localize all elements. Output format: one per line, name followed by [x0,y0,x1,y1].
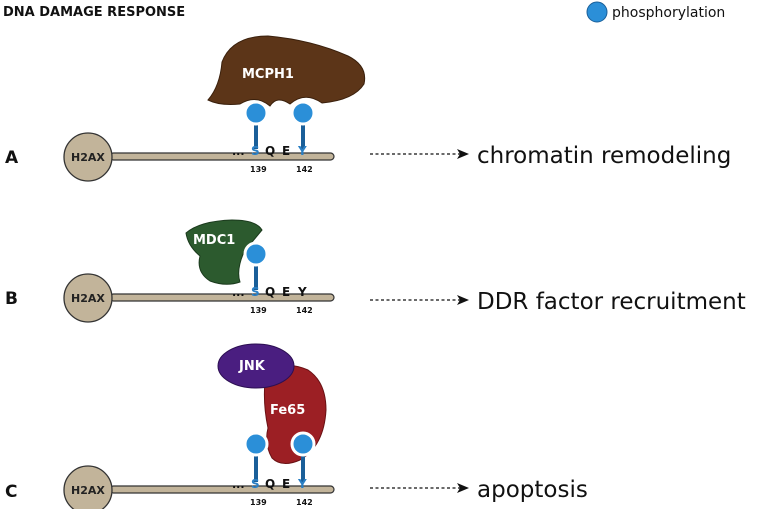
phospho-icon [243,431,269,457]
sequence-dots: ... [232,286,245,299]
fe65-label: Fe65 [270,403,305,418]
residue-number-139: 139 [250,498,267,507]
residue-e: E [282,285,290,299]
jnk-protein-shape [217,343,295,389]
residue-number-142: 142 [296,306,313,315]
panel-label: B [5,289,18,309]
h2ax-label: H2AX [71,292,105,305]
h2ax-histone-icon [63,132,113,182]
residue-y: Y [297,477,307,491]
outcome-label: chromatin remodeling [477,143,731,169]
residue-y: Y [297,144,307,158]
mcph1-protein-shape [207,35,366,107]
phospho-icon [243,241,269,267]
residue-s: S [251,285,260,299]
residue-s: S [251,144,260,158]
outcome-label: DDR factor recruitment [477,289,746,315]
residue-q: Q [265,144,275,158]
phosphorylation-legend-icon [586,1,608,23]
h2ax-label: H2AX [71,484,105,497]
panel-a: A MCPH1 H2AX ... S Q E Y 139 142 chromat… [5,35,731,182]
h2ax-histone-icon [63,465,113,509]
residue-e: E [282,477,290,491]
mdc1-label: MDC1 [193,233,235,248]
residue-number-139: 139 [250,165,267,174]
outcome-label: apoptosis [477,477,588,503]
residue-q: Q [265,285,275,299]
residue-e: E [282,144,290,158]
h2ax-histone-icon [63,273,113,323]
mcph1-label: MCPH1 [242,67,294,82]
diagram-title: DNA DAMAGE RESPONSE [3,5,185,20]
sequence-dots: ... [232,478,245,491]
panel-b: B MDC1 H2AX ... S Q E Y 139 142 DDR fact… [5,219,746,323]
sequence-dots: ... [232,145,245,158]
phospho-icon [243,100,269,126]
phospho-icon [290,100,316,126]
legend-label: phosphorylation [612,5,725,21]
h2ax-label: H2AX [71,151,105,164]
residue-s: S [251,477,260,491]
jnk-label: JNK [238,359,266,374]
panel-label: C [5,482,17,502]
residue-number-142: 142 [296,498,313,507]
residue-number-142: 142 [296,165,313,174]
panel-label: A [5,148,19,168]
residue-q: Q [265,477,275,491]
panel-c: C Fe65 JNK H2AX ... S Q E Y 139 142 apop… [5,343,588,509]
residue-y: Y [297,285,307,299]
residue-number-139: 139 [250,306,267,315]
mdc1-protein-shape [185,219,263,285]
phospho-icon [290,431,316,457]
